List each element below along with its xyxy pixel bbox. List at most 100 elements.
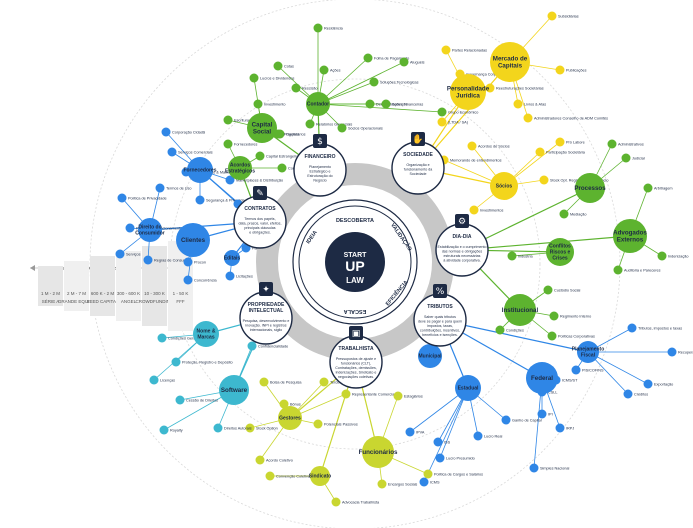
leaf-node-simples-nacional[interactable] xyxy=(529,463,539,473)
hub-node-processos[interactable] xyxy=(575,173,605,203)
hub-node-direito-do-consumidor[interactable] xyxy=(138,218,162,242)
hub-node-federal[interactable] xyxy=(526,362,558,394)
hub-node-conflitos-riscos-e-crises[interactable] xyxy=(546,238,574,266)
stage-circle-propriedade-intelectual[interactable] xyxy=(239,291,293,345)
leaf-node-protecao-registro-e-deposito[interactable] xyxy=(171,357,181,367)
leaf-node-ipva[interactable] xyxy=(405,427,415,437)
hub-node-nome-marcas[interactable] xyxy=(193,321,219,347)
hub-node-acordos-estrategicos[interactable] xyxy=(228,156,252,180)
leaf-node-escrituras-e-titulos[interactable] xyxy=(223,115,233,125)
hub-node-contador[interactable] xyxy=(306,92,330,116)
leaf-node-terceirizados[interactable] xyxy=(319,377,329,387)
leaf-node-condicoes-gerais[interactable] xyxy=(157,333,167,343)
leaf-node-custodio-social[interactable] xyxy=(543,285,553,295)
leaf-node-encargos-sociais[interactable] xyxy=(377,479,387,489)
leaf-node-stock-opt-registro-de-bens-socio[interactable] xyxy=(539,175,549,185)
leaf-node-cessao-de-direitos[interactable] xyxy=(175,395,185,405)
leaf-node-lucro-presumido[interactable] xyxy=(435,453,445,463)
hub-node-clientes[interactable] xyxy=(176,223,210,257)
leaf-node-acoes[interactable] xyxy=(319,65,329,75)
hub-node-funcionarios[interactable] xyxy=(362,436,394,468)
hub-node-sindicato[interactable] xyxy=(310,466,330,486)
leaf-node-residencia[interactable] xyxy=(313,23,323,33)
leaf-node-servicos[interactable] xyxy=(115,249,125,259)
hub-node-mercado-de-capitais[interactable] xyxy=(490,42,530,82)
leaf-node-auditoria-e-pareceres[interactable] xyxy=(613,265,623,275)
leaf-node-indenizacao[interactable] xyxy=(657,251,667,261)
leaf-node-subsidiarias[interactable] xyxy=(547,11,557,21)
leaf-node-bonus[interactable] xyxy=(279,399,289,409)
leaf-node-procon[interactable] xyxy=(183,257,193,267)
leaf-node-reestruturacoes-societarias[interactable] xyxy=(485,83,495,93)
leaf-node-ltda-sa[interactable] xyxy=(437,117,447,127)
leaf-node-creditos[interactable] xyxy=(623,389,633,399)
leaf-node-licitacoes[interactable] xyxy=(225,271,235,281)
hub-node-capital-social[interactable] xyxy=(247,113,277,143)
hub-node-advogados-externos[interactable] xyxy=(613,219,647,253)
leaf-node-icms[interactable] xyxy=(419,477,429,487)
leaf-node-rescisao[interactable] xyxy=(291,83,301,93)
leaf-node-pis-cofins[interactable] xyxy=(571,365,581,375)
leaf-node-fornecedores[interactable] xyxy=(223,139,233,149)
leaf-node-politica-de-privacidade[interactable] xyxy=(117,193,127,203)
leaf-node-estagiarios[interactable] xyxy=(393,391,403,401)
leaf-node-potenciais-passivos[interactable] xyxy=(313,419,323,429)
leaf-node-pro-labore[interactable] xyxy=(555,137,565,147)
leaf-node-termos-de-uso[interactable] xyxy=(155,183,165,193)
leaf-node-publicacoes[interactable] xyxy=(555,65,565,75)
leaf-node-lucros-e-dividendos[interactable] xyxy=(249,73,259,83)
leaf-node-contabilidade[interactable] xyxy=(277,163,287,173)
leaf-node-ganho-de-capital[interactable] xyxy=(501,415,511,425)
leaf-node-balancos[interactable] xyxy=(381,99,391,109)
leaf-node-solucoes-tecnologicas[interactable] xyxy=(369,77,379,87)
leaf-node-judicial[interactable] xyxy=(621,153,631,163)
hub-node-municipal[interactable] xyxy=(418,344,442,368)
leaf-node-confidencialidade[interactable] xyxy=(247,341,257,351)
leaf-node-regimento-interno[interactable] xyxy=(549,311,559,321)
leaf-node-folha-de-pagamento[interactable] xyxy=(363,53,373,63)
leaf-node-investimento[interactable] xyxy=(253,99,263,109)
leaf-node-advocacia-trabalhista[interactable] xyxy=(331,497,341,507)
leaf-node-marketplaces-distribuicao[interactable] xyxy=(225,175,235,185)
hub-node-planejamento-fiscal[interactable] xyxy=(577,341,599,363)
leaf-node-partes-relacionadas[interactable] xyxy=(441,45,451,55)
leaf-node-administradores-conselho-de-adm-comites[interactable] xyxy=(523,113,533,123)
leaf-node-alugueis[interactable] xyxy=(399,57,409,67)
leaf-node-ipi[interactable] xyxy=(537,409,547,419)
leaf-node-recuperacao[interactable] xyxy=(667,347,677,357)
leaf-node-convencao-coletiva[interactable] xyxy=(265,471,275,481)
hub-node-institucional[interactable] xyxy=(504,294,536,326)
leaf-node-acordo-coletivo[interactable] xyxy=(255,455,265,465)
leaf-node-mediacao[interactable] xyxy=(559,209,569,219)
leaf-node-corporacao-cidada[interactable] xyxy=(161,127,171,137)
hub-node-editais[interactable] xyxy=(224,250,240,266)
hub-node-estadual[interactable] xyxy=(455,375,481,401)
leaf-node-representante-comercial[interactable] xyxy=(341,389,351,399)
leaf-node-tributos-impostos-e-taxas[interactable] xyxy=(627,323,637,333)
hub-node-software[interactable] xyxy=(219,375,249,405)
leaf-node-concorrencia[interactable] xyxy=(183,275,193,285)
leaf-node-bolsa-de-pesquisa[interactable] xyxy=(259,377,269,387)
hub-node-gestores[interactable] xyxy=(278,406,302,430)
leaf-node-iss[interactable] xyxy=(433,437,443,447)
leaf-node-condicoes[interactable] xyxy=(495,325,505,335)
leaf-node-capital-estrangeiro[interactable] xyxy=(255,151,265,161)
leaf-node-exportacao[interactable] xyxy=(643,379,653,389)
leaf-node-stock-option[interactable] xyxy=(245,423,255,433)
leaf-node-politicas-corporativas[interactable] xyxy=(547,331,557,341)
hub-node-personalidade-juridica[interactable] xyxy=(450,74,486,110)
leaf-node-relatorios-gerenciais[interactable] xyxy=(305,119,315,129)
hub-node-socios[interactable] xyxy=(490,172,518,200)
leaf-node-arbitragem[interactable] xyxy=(643,183,653,193)
leaf-node-grupo-economico[interactable] xyxy=(437,107,447,117)
leaf-node-socios-operacionais[interactable] xyxy=(337,123,347,133)
leaf-node-industria[interactable] xyxy=(507,251,517,261)
leaf-node-direitos-autorais[interactable] xyxy=(213,423,223,433)
leaf-node-servicos-comerciais[interactable] xyxy=(167,147,177,157)
leaf-node-livros-atas[interactable] xyxy=(513,99,523,109)
hub-node-fornecedores[interactable] xyxy=(187,157,213,183)
leaf-node-lucro-real[interactable] xyxy=(473,431,483,441)
leaf-node-politica-de-relacionamento[interactable] xyxy=(125,223,135,233)
leaf-node-acordos-de-socios[interactable] xyxy=(467,141,477,151)
leaf-node-demonstracoes-financeiras[interactable] xyxy=(365,99,375,109)
